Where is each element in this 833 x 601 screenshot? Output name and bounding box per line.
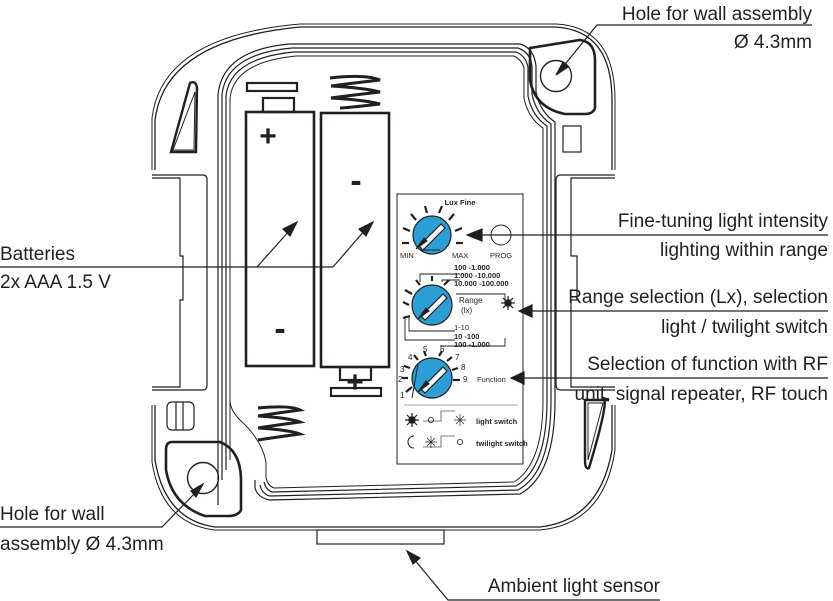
- inner-battery-compartment: [217, 43, 556, 505]
- spring-left-bottom: [257, 405, 306, 442]
- legend-light-switch-icons: [405, 413, 466, 427]
- callout-line-ambient-sensor: [405, 549, 660, 601]
- function-pos-8: 8: [461, 363, 466, 372]
- callout-fine-tuning-line1: Fine-tuning light intensity: [618, 211, 829, 232]
- lux-fine-max-label: MAX: [452, 251, 468, 260]
- range-light-2: 1.000 -10.000: [454, 271, 500, 280]
- callout-line-function-selection: [509, 371, 828, 385]
- range-light-1: 100 -1.000: [454, 263, 490, 272]
- lux-fine-ticks: [402, 205, 463, 245]
- lux-fine-title: Lux Fine: [445, 198, 476, 207]
- callout-batteries-line2: 2x AAA 1.5 V: [0, 272, 111, 293]
- callout-range-selection-line1: Range selection (Lx), selection: [568, 287, 828, 308]
- battery-left-minus: -: [274, 310, 285, 348]
- battery-left-plus: +: [259, 120, 277, 153]
- control-panel: [396, 193, 524, 465]
- function-pos-3: 3: [400, 365, 405, 374]
- prog-label: PROG: [490, 251, 512, 260]
- function-pos-9: 9: [463, 375, 468, 384]
- range-light-3: 10.000 -100.000: [454, 279, 509, 288]
- battery-right: [319, 74, 391, 398]
- twilight-switch-symbol-line: [423, 435, 455, 448]
- function-pos-4: 4: [408, 353, 413, 362]
- callout-line-bottom-left-hole: [0, 482, 205, 528]
- sun-icon: [501, 296, 515, 310]
- bottom-right-triangle-cutout-inner: [587, 402, 604, 461]
- range-dial[interactable]: [402, 273, 506, 347]
- bottom-left-grip: [166, 401, 195, 431]
- callout-top-right-hole-line1: Hole for wall assembly: [622, 4, 813, 25]
- function-pos-5: 5: [423, 345, 428, 354]
- range-unit-label: (lx): [461, 306, 472, 315]
- legend-twilight-switch-label: twilight switch: [476, 439, 528, 448]
- function-label: Function: [477, 375, 506, 384]
- callout-line-batteries: [0, 220, 375, 268]
- battery-right-plus: +: [346, 366, 364, 399]
- function-ticks: [402, 350, 460, 393]
- legend-twilight-switch-icons: [407, 435, 463, 449]
- callout-line-range-selection: [517, 304, 828, 318]
- battery-right-minus: -: [350, 162, 361, 200]
- top-right-mount-hole: [528, 38, 597, 116]
- range-twilight-1: 1-10: [454, 323, 469, 332]
- range-ticks: [402, 276, 450, 320]
- ambient-light-sensor: [316, 529, 445, 545]
- range-twilight-3: 100 -1.000: [454, 340, 490, 349]
- lux-fine-dial[interactable]: [402, 205, 463, 255]
- callout-line-top-right-hole: [555, 24, 812, 76]
- bottom-left-mount-hole: [164, 440, 243, 518]
- spring-right-top: [329, 74, 381, 110]
- battery-left: [244, 81, 316, 442]
- top-left-triangle-cutout-inner: [172, 91, 196, 151]
- callout-function-selection-line2: unit. signal repeater, RF touch: [575, 384, 828, 405]
- range-label: Range: [459, 296, 483, 305]
- light-switch-symbol-line: [423, 410, 455, 422]
- callout-function-selection-line1: Selection of function with RF: [587, 354, 828, 375]
- callout-ambient-sensor: Ambient light sensor: [488, 576, 661, 597]
- left-side-clip: [152, 174, 208, 391]
- function-dial[interactable]: [402, 350, 460, 399]
- device-housing: [151, 23, 616, 531]
- right-side-clip: [555, 174, 615, 391]
- callout-batteries-line1: Batteries: [0, 244, 75, 265]
- top-left-triangle-cutout: [169, 80, 199, 154]
- callout-top-right-hole-line2: Ø 4.3mm: [734, 32, 812, 53]
- lux-fine-min-label: MIN: [400, 251, 414, 260]
- function-pos-6: 6: [440, 345, 445, 354]
- function-pos-1: 1: [400, 391, 405, 400]
- function-pos-7: 7: [455, 353, 460, 362]
- callout-range-selection-line2: light / twilight switch: [661, 317, 828, 338]
- bottom-right-triangle-cutout: [583, 396, 610, 470]
- range-twilight-2: 10 -100: [454, 332, 479, 341]
- function-pos-2: 2: [398, 375, 403, 384]
- moon-icon: [506, 326, 512, 338]
- function-position-labels: 1 2 3 4 5 6 7 8 9: [398, 345, 468, 400]
- callout-fine-tuning-line2: lighting within range: [660, 240, 828, 261]
- legend-light-switch-label: light switch: [476, 417, 518, 426]
- indicator-slot: [562, 125, 582, 153]
- callout-bottom-left-hole-line1: Hole for wall: [0, 504, 105, 525]
- callout-bottom-left-hole-line2: assembly Ø 4.3mm: [0, 534, 164, 555]
- callout-line-fine-tuning: [465, 228, 828, 242]
